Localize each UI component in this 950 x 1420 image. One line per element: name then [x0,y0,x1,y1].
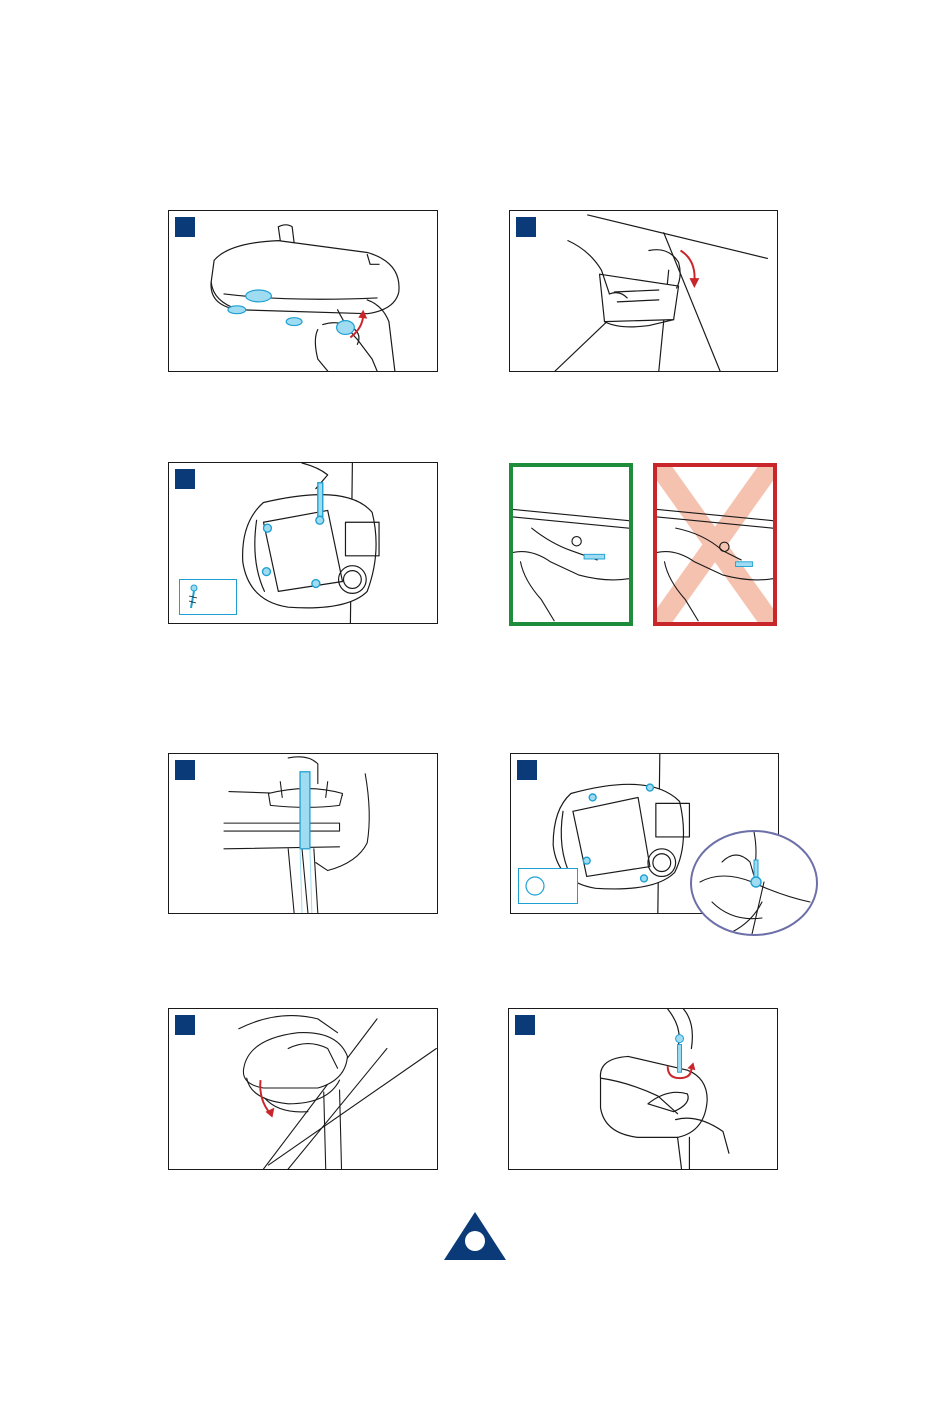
step-6-illustration [169,1009,437,1169]
step-7-illustration [509,1009,777,1169]
step-badge [517,760,537,780]
step-2-panel [509,210,778,372]
incorrect-fit-panel [653,463,777,626]
step-7-panel [508,1008,778,1170]
step-4-illustration [169,754,437,913]
step-6-panel [168,1008,438,1170]
step-badge [175,760,195,780]
correct-fit-panel [509,463,633,626]
step-badge [516,217,536,237]
step-badge [175,217,195,237]
step-1-illustration [169,211,437,371]
triangle-circle-logo-icon [444,1212,506,1260]
screw-legend-box [179,579,237,615]
washer-icon [519,869,577,903]
step-1-panel [168,210,438,372]
zoom-detail-illustration [692,832,816,934]
incorrect-fit-illustration [657,467,773,622]
step-badge [175,1015,195,1035]
step-2-illustration [510,211,777,371]
step-4-panel [168,753,438,914]
correct-fit-illustration [513,467,629,622]
washer-legend-box [518,868,578,904]
zoom-detail-circle [690,830,818,936]
step-badge [515,1015,535,1035]
screw-icon [180,580,236,614]
step-badge [175,469,195,489]
step-3-panel [168,462,438,624]
